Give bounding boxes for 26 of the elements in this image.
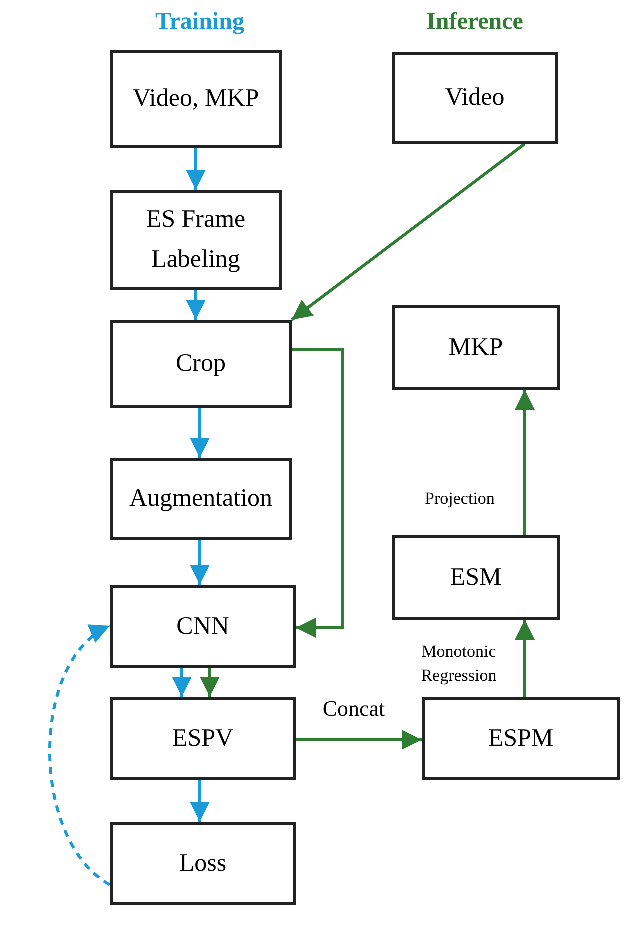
arrow xyxy=(190,780,210,822)
column-heading: Inference xyxy=(426,8,524,37)
process-box: ESM xyxy=(392,535,560,620)
arrow xyxy=(296,730,422,750)
arrow xyxy=(515,390,535,535)
arrow xyxy=(48,624,111,886)
column-heading: Training xyxy=(154,8,246,37)
arrow xyxy=(186,148,206,190)
process-box: Video xyxy=(392,52,558,144)
arrow xyxy=(186,290,206,320)
process-box: ES Frame Labeling xyxy=(110,190,282,290)
process-box: Video, MKP xyxy=(110,50,282,148)
arrow xyxy=(190,540,210,585)
process-box: Loss xyxy=(110,822,296,905)
process-box: MKP xyxy=(392,305,560,390)
process-box: CNN xyxy=(110,585,296,668)
process-box: ESPV xyxy=(110,697,296,780)
arrow xyxy=(515,620,535,697)
process-box: ESPM xyxy=(422,697,620,780)
arrow xyxy=(172,668,192,697)
arrow xyxy=(200,668,220,697)
process-box: Augmentation xyxy=(110,458,292,540)
arrow xyxy=(291,142,526,322)
process-box: Crop xyxy=(110,320,292,408)
arrow xyxy=(190,408,210,458)
arrow xyxy=(292,348,344,638)
